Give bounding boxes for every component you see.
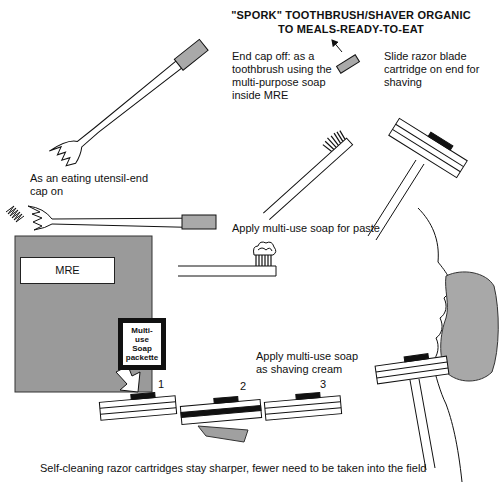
toothbrush-paste xyxy=(261,254,262,266)
razor-cartridge xyxy=(100,408,176,415)
toothbrush-paste xyxy=(256,254,271,266)
razor-cartridge xyxy=(296,392,320,399)
caption-text: As an eating utensil-end cap on xyxy=(30,172,152,198)
toothbrush xyxy=(325,141,334,151)
toothbrush-paste xyxy=(264,254,265,266)
razor-cartridge xyxy=(181,406,261,418)
spork-utensil xyxy=(49,36,210,172)
toothbrush-paste xyxy=(178,242,276,276)
toothbrush-paste xyxy=(267,254,268,266)
toothbrush xyxy=(323,143,332,153)
footnote-text: Self-cleaning razor cartridges stay shar… xyxy=(40,462,426,475)
node-text: Multi-use Soap packette xyxy=(125,326,159,362)
callout-number: 1 xyxy=(158,378,164,391)
razor-cartridge xyxy=(265,402,341,409)
arrow xyxy=(332,40,342,52)
razor-cartridge xyxy=(392,129,460,171)
spork-in-mre xyxy=(182,215,216,229)
razor-cartridge xyxy=(100,402,176,409)
razor xyxy=(410,380,426,470)
caption-text: Apply multi-use soap for paste xyxy=(232,222,382,235)
callout-number: 3 xyxy=(320,378,326,391)
spork-in-mre xyxy=(6,206,24,222)
soap-residue xyxy=(198,426,248,442)
soap-packet: Multi-use Soap packette xyxy=(118,318,166,370)
diagram-title: "SPORK" TOOTHBRUSH/SHAVER ORGANIC TO MEA… xyxy=(222,8,480,36)
toothbrush xyxy=(322,128,347,152)
razor-cartridge xyxy=(99,391,177,421)
razor-cartridge xyxy=(377,368,448,378)
razor-cartridge xyxy=(389,118,467,177)
toothbrush xyxy=(263,138,352,220)
razor-cartridge xyxy=(265,408,341,415)
spork-utensil xyxy=(174,39,208,70)
spork-in-mre xyxy=(6,206,216,230)
caption-text: Apply multi-use soap as shaving cream xyxy=(256,350,370,376)
toothbrush-paste xyxy=(258,248,272,251)
caption-text: End cap off: as a toothbrush using the m… xyxy=(232,50,332,102)
razor-cartridge xyxy=(180,395,262,425)
razor-cartridge xyxy=(389,114,470,178)
end-cap xyxy=(337,55,360,73)
toothbrush-paste xyxy=(258,254,259,266)
razor-cartridge xyxy=(264,391,342,421)
toothbrush xyxy=(327,138,336,148)
shaving-cream xyxy=(441,272,499,381)
razor-cartridge xyxy=(396,124,464,166)
node-text: MRE xyxy=(25,264,110,277)
end-cap xyxy=(337,55,360,73)
toothbrush-paste xyxy=(254,242,276,255)
razor-cartridge xyxy=(428,132,453,150)
toothbrush-paste xyxy=(270,255,271,266)
toothbrush xyxy=(255,128,353,219)
toothbrush-paste xyxy=(255,255,256,266)
razor-cartridge xyxy=(374,351,449,384)
razor xyxy=(410,379,435,470)
razor-cartridge xyxy=(404,354,428,362)
razor-cartridge xyxy=(214,396,238,403)
toothbrush xyxy=(330,136,339,146)
caption-text: Slide razor blade cartridge on end for s… xyxy=(384,50,484,89)
package-label: MRE xyxy=(20,257,115,284)
razor xyxy=(419,379,435,468)
toothbrush xyxy=(338,131,346,140)
razor xyxy=(376,164,424,240)
spork-in-mre xyxy=(28,206,215,230)
razor-cartridge xyxy=(376,362,447,372)
razor-cartridge xyxy=(131,392,155,399)
toothbrush-paste xyxy=(178,266,276,276)
callout-number: 2 xyxy=(240,380,246,393)
spork-utensil xyxy=(49,35,212,172)
